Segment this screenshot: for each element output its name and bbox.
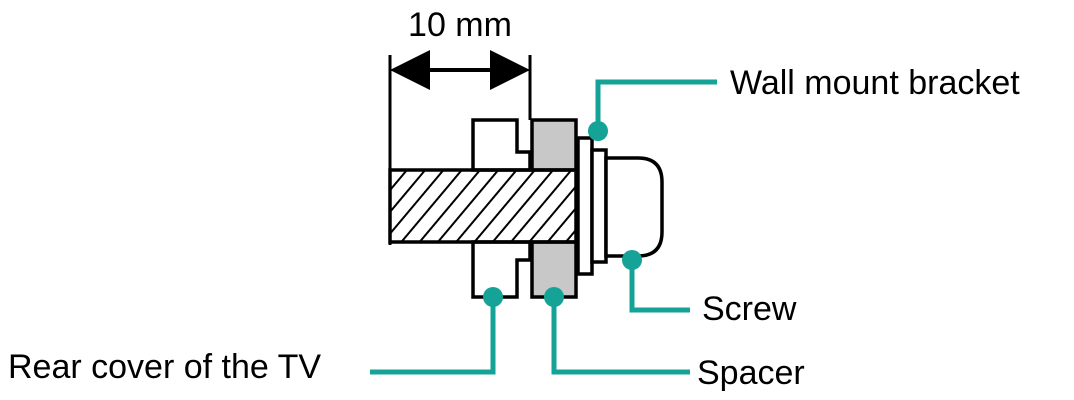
screw-head-shape [576, 136, 664, 276]
spacer-label: Spacer [697, 354, 805, 392]
wall-mount-bracket-label: Wall mount bracket [730, 64, 1020, 102]
leader-wall-mount-bracket [588, 79, 717, 141]
screw-label: Screw [702, 290, 797, 328]
dimension-label: 10 mm [408, 6, 512, 44]
leader-rear-cover [370, 287, 503, 375]
leader-spacer [544, 287, 690, 375]
leader-screw [622, 250, 690, 313]
rear-cover-label: Rear cover of the TV [8, 348, 321, 386]
dimension-annotation: 10 mm [388, 6, 532, 245]
screw-shaft [388, 168, 578, 244]
